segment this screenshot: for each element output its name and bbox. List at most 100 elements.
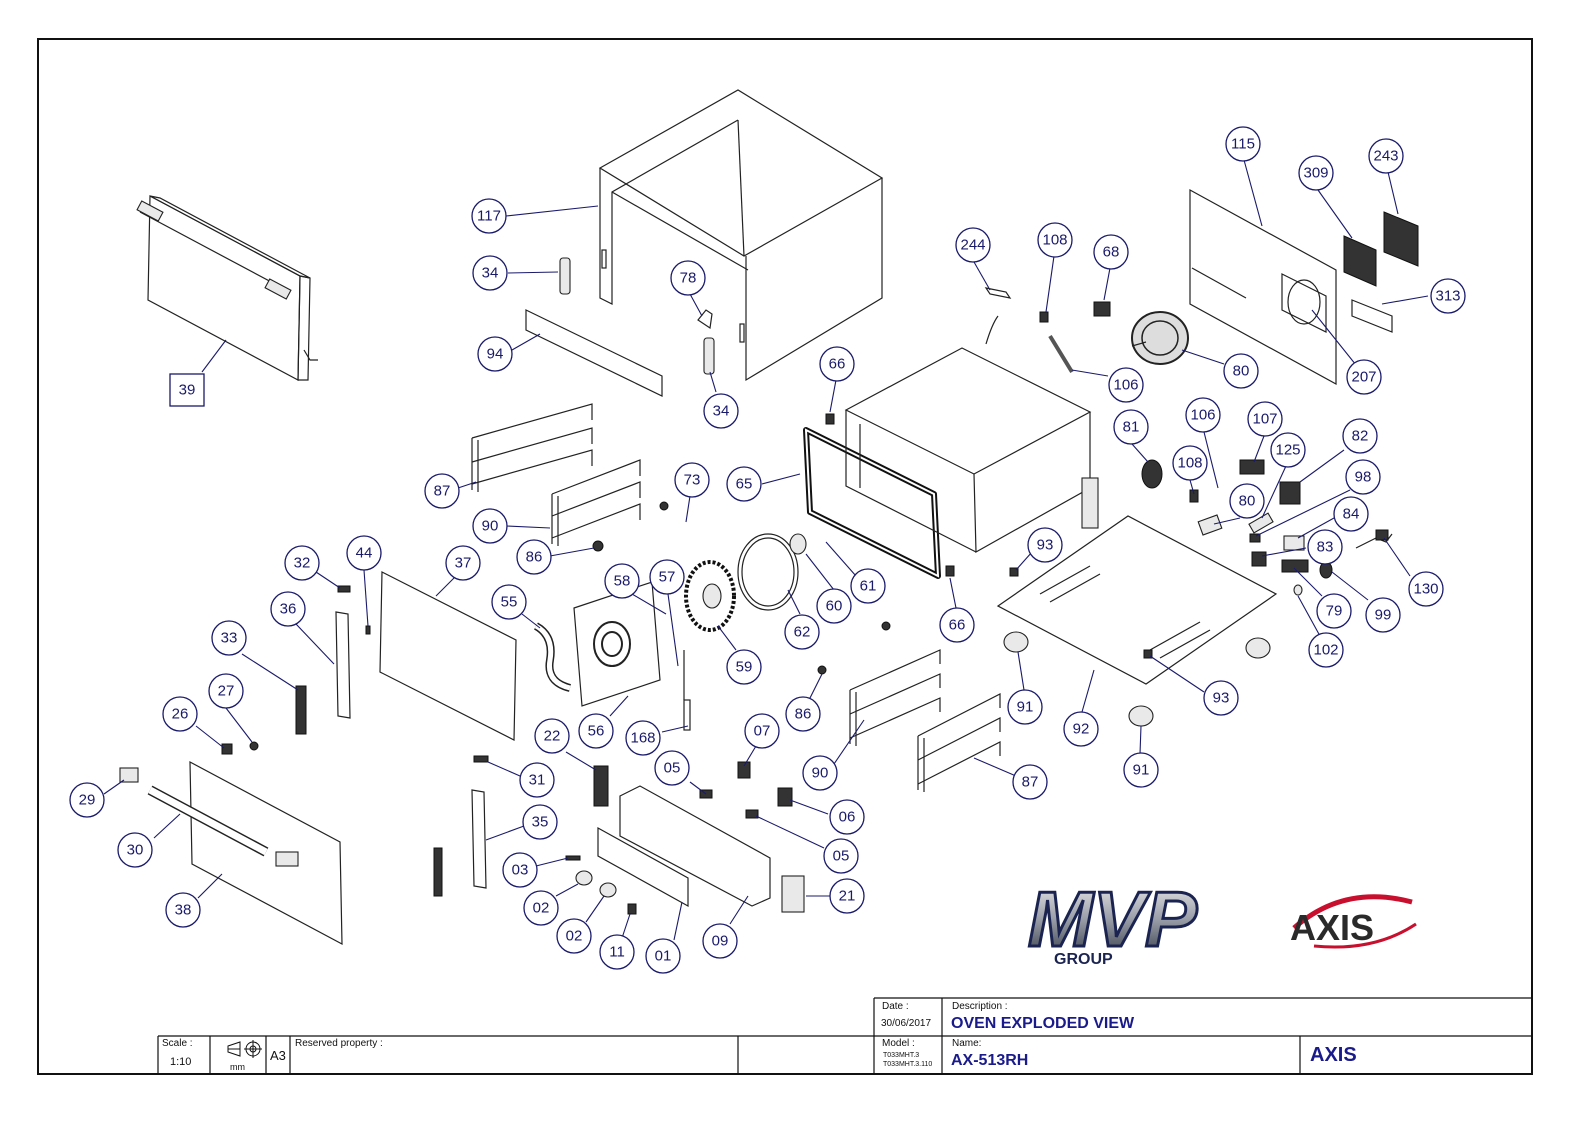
leader-lines bbox=[103, 159, 1429, 941]
model-value-2: T033MHT.3.110 bbox=[883, 1061, 933, 1068]
svg-text:309: 309 bbox=[1303, 165, 1328, 182]
balloon-33: 33 bbox=[211, 620, 247, 656]
svg-text:06: 06 bbox=[839, 809, 856, 826]
balloon-90-right: 90 bbox=[802, 755, 838, 791]
svg-text:26: 26 bbox=[172, 706, 189, 723]
svg-text:93: 93 bbox=[1037, 537, 1054, 554]
svg-text:32: 32 bbox=[294, 555, 311, 572]
door-panel-part bbox=[136, 195, 318, 381]
oven-cavity-part bbox=[844, 315, 1099, 554]
hinge-33-part bbox=[295, 685, 307, 735]
date-label: Date : bbox=[882, 1001, 909, 1012]
svg-text:84: 84 bbox=[1343, 506, 1360, 523]
svg-text:243: 243 bbox=[1373, 148, 1398, 165]
balloon-39: 39 bbox=[169, 373, 205, 407]
balloon-93-lower: 93 bbox=[1203, 680, 1239, 716]
balloon-108-lower: 108 bbox=[1172, 445, 1208, 481]
svg-text:87: 87 bbox=[434, 483, 451, 500]
hinge-bar-36-part bbox=[335, 611, 351, 719]
svg-text:107: 107 bbox=[1252, 411, 1277, 428]
base-plate-part bbox=[996, 515, 1278, 685]
svg-text:02: 02 bbox=[566, 928, 583, 945]
balloon-73: 73 bbox=[674, 462, 710, 498]
bracket-313-part bbox=[1351, 299, 1393, 333]
balloon-125: 125 bbox=[1270, 432, 1306, 468]
balloon-06: 06 bbox=[829, 799, 865, 835]
balloon-78: 78 bbox=[670, 260, 706, 296]
balloon-05-lower: 05 bbox=[823, 838, 859, 874]
balloon-26: 26 bbox=[162, 696, 198, 732]
balloon-09: 09 bbox=[702, 923, 738, 959]
mvp-group-logo: MVP GROUP bbox=[1027, 880, 1200, 968]
pump-81-part bbox=[1141, 459, 1163, 489]
balloon-309: 309 bbox=[1298, 155, 1334, 191]
glass-panel-part bbox=[379, 571, 517, 741]
part-balloons: 117 34 78 94 34 39 87 90 86 73 65 66 66 … bbox=[69, 126, 1466, 974]
svg-text:117: 117 bbox=[477, 208, 501, 225]
svg-text:34: 34 bbox=[482, 265, 499, 282]
svg-text:83: 83 bbox=[1317, 539, 1334, 556]
svg-text:115: 115 bbox=[1231, 136, 1255, 153]
balloon-34-lower: 34 bbox=[703, 393, 739, 429]
balloon-59: 59 bbox=[726, 649, 762, 685]
heating-element-part bbox=[737, 533, 799, 611]
projection-symbol-icon bbox=[227, 1040, 262, 1058]
balloon-108-upper: 108 bbox=[1037, 222, 1073, 258]
balloon-80-lower: 80 bbox=[1229, 483, 1265, 519]
svg-text:35: 35 bbox=[532, 814, 549, 831]
balloon-32: 32 bbox=[284, 545, 320, 581]
mvp-logo-subtext: GROUP bbox=[1054, 951, 1113, 968]
svg-text:79: 79 bbox=[1326, 603, 1343, 620]
balloon-01: 01 bbox=[645, 938, 681, 974]
svg-text:82: 82 bbox=[1352, 428, 1369, 445]
model-value-1: T033MHT.3 bbox=[883, 1052, 920, 1059]
svg-text:55: 55 bbox=[501, 594, 518, 611]
balloon-38: 38 bbox=[165, 892, 201, 928]
svg-text:168: 168 bbox=[630, 730, 655, 747]
balloon-21: 21 bbox=[829, 878, 865, 914]
svg-text:02: 02 bbox=[533, 900, 550, 917]
svg-text:81: 81 bbox=[1123, 419, 1140, 436]
balloon-66-lower: 66 bbox=[939, 607, 975, 643]
hinge-bar-35-part bbox=[471, 789, 487, 889]
balloon-99: 99 bbox=[1365, 597, 1401, 633]
svg-text:244: 244 bbox=[960, 237, 985, 254]
svg-text:61: 61 bbox=[860, 578, 877, 595]
svg-text:34: 34 bbox=[713, 403, 730, 420]
svg-text:07: 07 bbox=[754, 723, 771, 740]
balloon-60: 60 bbox=[816, 588, 852, 624]
balloon-66-upper: 66 bbox=[819, 346, 855, 382]
balloon-168: 168 bbox=[625, 720, 661, 756]
motor-part bbox=[1131, 311, 1189, 365]
balloon-30: 30 bbox=[117, 832, 153, 868]
svg-text:58: 58 bbox=[614, 573, 631, 590]
outer-casing-part bbox=[598, 89, 884, 382]
balloon-02-right: 02 bbox=[556, 918, 592, 954]
svg-text:80: 80 bbox=[1239, 493, 1256, 510]
name-value: AX-513RH bbox=[951, 1052, 1029, 1069]
hinge-lower-part bbox=[703, 337, 715, 375]
svg-text:68: 68 bbox=[1103, 244, 1120, 261]
svg-text:05: 05 bbox=[833, 848, 850, 865]
balloon-82: 82 bbox=[1342, 418, 1378, 454]
axis-logo: AXIS bbox=[1290, 894, 1417, 949]
svg-text:59: 59 bbox=[736, 659, 753, 676]
svg-text:93: 93 bbox=[1213, 690, 1230, 707]
filter-243-part bbox=[1383, 211, 1419, 267]
svg-text:86: 86 bbox=[526, 549, 543, 566]
svg-text:05: 05 bbox=[664, 760, 681, 777]
balloon-243: 243 bbox=[1368, 138, 1404, 174]
svg-text:125: 125 bbox=[1275, 442, 1300, 459]
balloon-93-upper: 93 bbox=[1027, 527, 1063, 563]
balloon-90-left: 90 bbox=[472, 508, 508, 544]
balloon-86-left: 86 bbox=[516, 539, 552, 575]
balloon-37: 37 bbox=[445, 545, 481, 581]
balloon-61: 61 bbox=[850, 568, 886, 604]
balloon-94: 94 bbox=[477, 336, 513, 372]
fan-wheel-part bbox=[684, 560, 736, 632]
switch-22-part bbox=[593, 765, 609, 807]
rail-94-part bbox=[525, 309, 663, 397]
fan-cover-part bbox=[573, 581, 661, 707]
inner-door-part bbox=[189, 760, 343, 946]
svg-text:94: 94 bbox=[487, 346, 504, 363]
